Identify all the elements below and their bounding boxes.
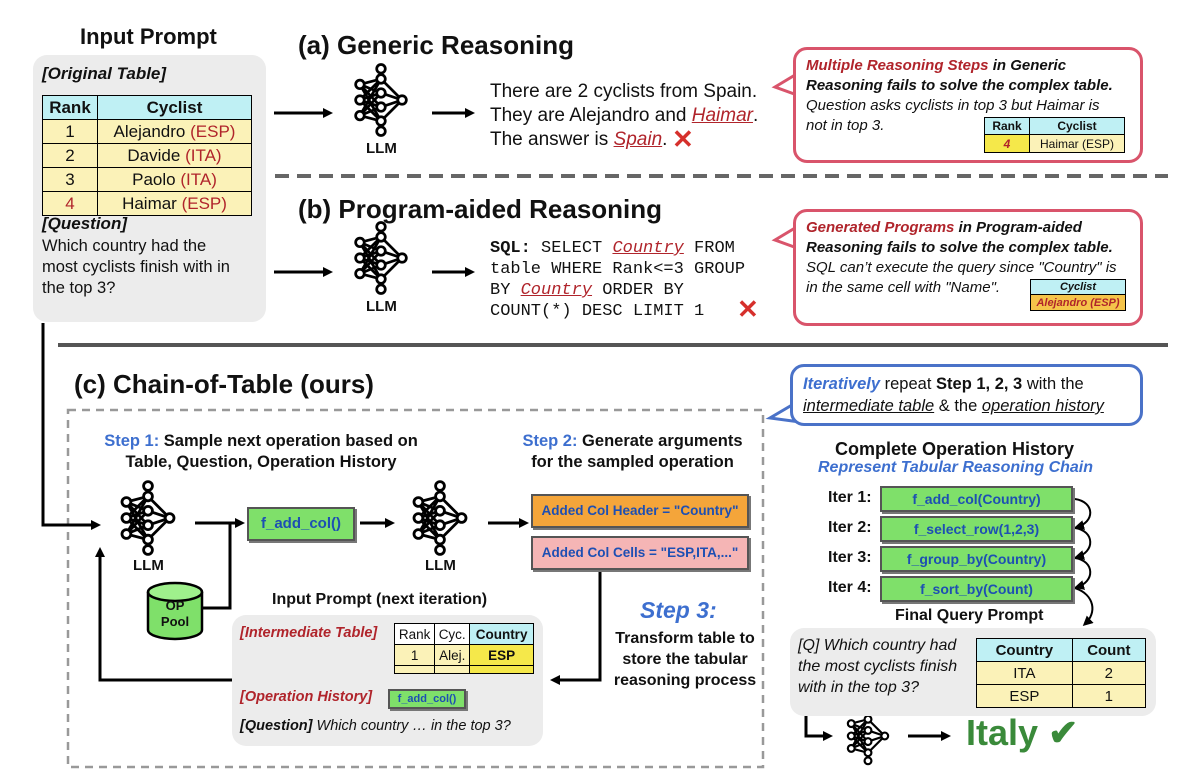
iter-4-label: Iter 4:: [828, 579, 872, 596]
section-c-title: (c) Chain-of-Table (ours): [74, 369, 374, 399]
history-arrow-4: [1074, 587, 1094, 627]
op-pool-label: OP Pool: [160, 598, 190, 629]
llm-final-icon: [846, 706, 890, 766]
original-row-rank: 3: [42, 167, 98, 192]
question-text: Which country had the most cyclists fini…: [42, 237, 230, 297]
input-prompt-title: Input Prompt: [80, 24, 217, 49]
operation-history-label: [Operation History]: [240, 689, 373, 705]
original-row-rank: 2: [42, 143, 98, 168]
iterate-callout: Iteratively repeat Step 1, 2, 3 with the…: [790, 364, 1143, 426]
original-row-rank: 4: [42, 191, 98, 216]
original-row-rank: 1: [42, 119, 98, 144]
next-question: [Question] Which country … in the top 3?: [240, 718, 511, 734]
arg-header-box: Added Col Header = "Country": [531, 494, 749, 528]
op-pool-icon: [146, 581, 204, 641]
history-arrow-3: [1074, 557, 1092, 590]
original-table-label: [Original Table]: [42, 64, 167, 83]
intermediate-table: Rank Cyc. Country 1 Alej. ESP: [393, 623, 534, 674]
llm-a-icon: [354, 63, 408, 137]
program-mini-table: Cyclist Alejandro (ESP): [1030, 279, 1126, 311]
next-prompt-title: Input Prompt (next iteration): [272, 591, 488, 608]
generic-mini-table: Rank Cyclist 4 Haimar (ESP): [984, 117, 1125, 153]
arrow-args-to-next: [550, 568, 602, 685]
final-table: Country Count ITA 2 ESP 1: [976, 638, 1147, 708]
final-answer: Italy ✔: [966, 712, 1079, 753]
iter-3-label: Iter 3:: [828, 549, 872, 566]
iter-1-label: Iter 1:: [828, 489, 872, 506]
step2-description: Step 2: Generate arguments for the sampl…: [522, 432, 743, 471]
sampled-op-box: f_add_col(): [247, 507, 355, 541]
arrow-input-to-llm: [41, 323, 101, 530]
original-header-cyclist: Cyclist: [97, 95, 252, 120]
final-question: [Q] Which country had the most cyclists …: [798, 637, 958, 696]
callout-b-tail: [771, 226, 798, 250]
cross-mark-icon: ✕: [672, 124, 694, 154]
iter-2-label: Iter 2:: [828, 519, 872, 536]
original-row-cyclist: Alejandro (ESP): [97, 119, 252, 144]
iter-3-op: f_group_by(Country): [880, 546, 1073, 572]
history-op-box: f_add_col(): [388, 689, 466, 709]
original-row-cyclist: Davide (ITA): [97, 143, 252, 168]
iter-4-op: f_sort_by(Count): [880, 576, 1073, 602]
original-row-cyclist: Haimar (ESP): [97, 191, 252, 216]
section-b-title: (b) Program-aided Reasoning: [298, 194, 663, 224]
history-subtitle: Represent Tabular Reasoning Chain: [818, 459, 1094, 476]
llm-c2-label: LLM: [425, 557, 456, 574]
arrow-next-to-llm: [95, 547, 232, 682]
llm-c2-icon: [412, 480, 468, 556]
intermediate-table-label: [Intermediate Table]: [240, 625, 378, 641]
llm-b-icon: [354, 221, 408, 295]
step1-description: Step 1: Sample next operation based on T…: [104, 432, 418, 471]
llm-c1-icon: [120, 480, 176, 556]
history-title: Complete Operation History: [835, 439, 1075, 459]
arg-cells-box: Added Col Cells = "ESP,ITA,...": [531, 536, 749, 570]
check-mark-icon: ✔: [1048, 712, 1079, 753]
original-header-rank: Rank: [42, 95, 98, 120]
iter-1-op: f_add_col(Country): [880, 486, 1073, 512]
pool-connector: [202, 523, 232, 610]
iter-2-op: f_select_row(1,2,3): [880, 516, 1073, 542]
cross-mark-icon: ✕: [737, 294, 759, 324]
generic-answer-text: There are 2 cyclists from Spain. They ar…: [490, 81, 759, 150]
final-query-title: Final Query Prompt: [895, 607, 1044, 624]
llm-c1-label: LLM: [133, 557, 164, 574]
original-row-cyclist: Paolo (ITA): [97, 167, 252, 192]
history-arrow-1: [1074, 498, 1092, 530]
sql-program: SQL: SELECT Country FROM table WHERE Ran…: [490, 239, 746, 321]
arrow-final-down: [804, 716, 833, 741]
llm-a-label: LLM: [366, 140, 397, 157]
section-a-title: (a) Generic Reasoning: [298, 30, 574, 60]
original-table: Rank Cyclist 1 Alejandro (ESP) 2 Davide …: [42, 95, 252, 216]
question-label: [Question]: [42, 214, 127, 233]
chain-of-table-frame: [66, 408, 765, 769]
step3-label: Step 3:: [640, 597, 717, 623]
history-arrow-2: [1074, 527, 1092, 560]
llm-b-label: LLM: [366, 298, 397, 315]
step3-description: Transform table to store the tabular rea…: [613, 630, 757, 689]
callout-a-tail: [771, 73, 798, 97]
